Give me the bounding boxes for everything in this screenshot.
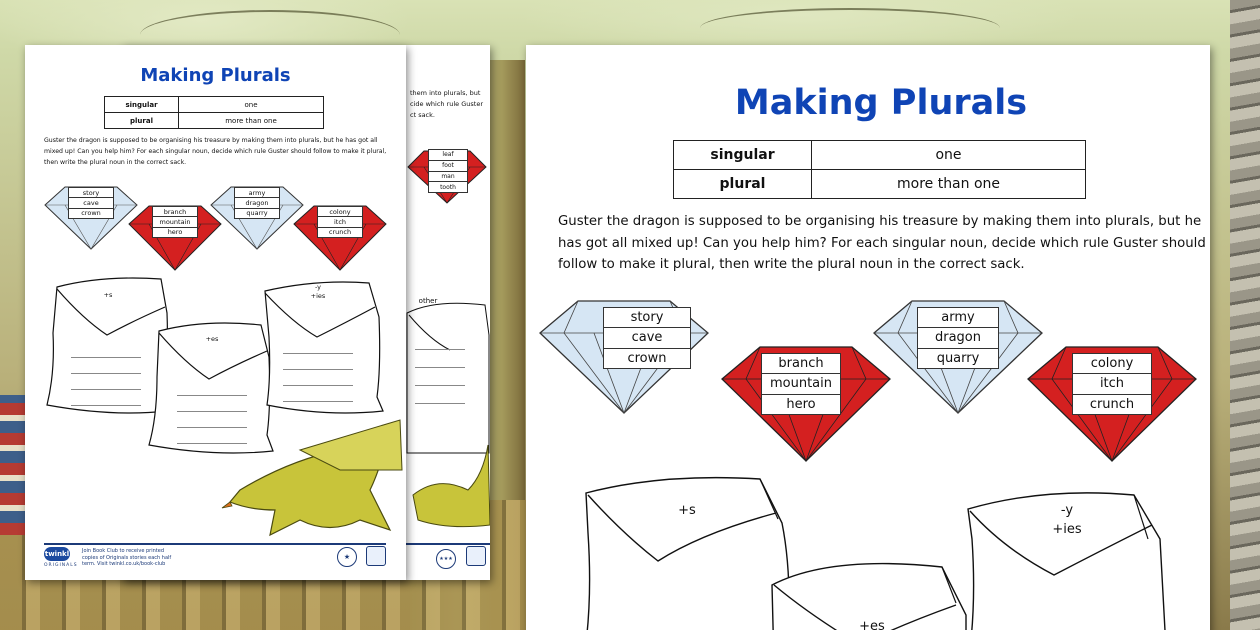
gem-word: story [69,188,113,199]
background-rock [1230,0,1260,630]
meaning-cell: more than one [178,112,324,129]
sack-rule-label: +es [859,619,885,630]
ruby-gem: branch mountain hero [125,202,225,272]
worksheet-preview-page: Making Plurals singular one plural more … [25,45,406,580]
definition-table: singular one plural more than one [104,96,324,129]
gem-word: cave [604,328,690,349]
footer-rule [404,543,490,545]
gem-word: branch [762,354,840,375]
gem-word: leaf [429,150,467,161]
ruby-gem: branch mountain hero [716,341,896,463]
meaning-cell: more than one [811,169,1086,199]
ruby-gem: leaf foot man tooth [404,147,490,205]
gem-word: tooth [440,183,456,191]
gem-word: colony [318,207,362,218]
sack-other: other [405,295,490,455]
sack-plus-es: +es [770,555,970,630]
gem-word: itch [318,217,362,228]
background-pattern [0,395,26,535]
meaning-cell: one [178,96,324,113]
sack-plus-s: +s [582,473,802,630]
dragon-illustration [408,435,491,530]
originals-label: ORIGINALS [44,563,78,568]
gem-word: foot [429,161,467,172]
gem-word: dragon [235,198,279,209]
background-map-line [140,10,400,60]
three-star-badge-icon: ★★★ [436,549,456,569]
gem-word: hero [167,228,183,237]
gem-word: crown [81,209,101,218]
term-cell: plural [104,112,179,129]
gem-word: mountain [762,374,840,395]
gem-word: quarry [246,209,268,218]
intro-fragment: them into plurals, but cide which rule G… [410,89,483,119]
gem-word: mountain [153,217,197,228]
diamond-gem: story cave crown [534,295,714,415]
gem-word: man [429,172,467,183]
sack-rule-label: other [418,297,438,305]
sack-plus-s: +s [43,273,171,419]
diamond-gem: story cave crown [41,183,141,251]
gem-word: army [235,188,279,199]
sack-minus-y-plus-ies: -y +ies [964,479,1174,630]
definition-table-large: singular one plural more than one [673,140,1086,199]
table-row: plural more than one [673,169,1086,199]
gem-word: army [918,308,998,329]
star-badge-icon: ★ [337,547,357,567]
sack-rule-label: +s [103,291,113,299]
gem-word: itch [1073,374,1151,395]
footer-rule [44,543,386,545]
gem-word: crunch [328,228,352,237]
twinkl-quality-badge-icon [366,546,386,566]
table-row: plural more than one [104,112,324,129]
gem-word: cave [69,198,113,209]
term-cell: singular [104,96,179,113]
sack-rule-label: -y +ies [1052,503,1082,537]
twinkl-quality-badge-icon [466,546,486,566]
intro-text-large: Guster the dragon is supposed to be orga… [558,214,1206,272]
sack-rule-label: +s [678,503,696,518]
book-club-text: Join Book Club to receive printed copies… [82,548,172,567]
gem-word: hero [786,396,816,412]
ruby-gem: colony itch crunch [1022,341,1202,463]
term-cell: plural [673,169,812,199]
twinkl-logo: twinkl [44,547,70,561]
term-cell: singular [673,140,812,170]
table-row: singular one [673,140,1086,170]
gem-word: story [604,308,690,329]
sack-minus-y-plus-ies: -y +ies [257,277,387,419]
sack-plus-es: +es [145,317,275,459]
page-title: Making Plurals [140,65,291,86]
page-title-large: Making Plurals [734,83,1028,123]
worksheet-zoomed-page: Making Plurals singular one plural more … [526,45,1210,630]
table-row: singular one [104,96,324,113]
gem-word: colony [1073,354,1151,375]
gem-word: dragon [918,328,998,349]
dragon-illustration [220,410,406,545]
gem-word: quarry [936,350,980,366]
diamond-gem: army dragon quarry [868,295,1048,415]
gem-word: crunch [1089,396,1135,412]
sack-rule-label: -y +ies [310,283,326,300]
meaning-cell: one [811,140,1086,170]
gem-word: branch [153,207,197,218]
ruby-gem: colony itch crunch [290,202,390,272]
gem-word: crown [627,350,667,366]
intro-text: Guster the dragon is supposed to be orga… [44,137,387,166]
background-map-line [700,8,1000,48]
diamond-gem: army dragon quarry [207,183,307,251]
sack-rule-label: +es [205,335,219,343]
